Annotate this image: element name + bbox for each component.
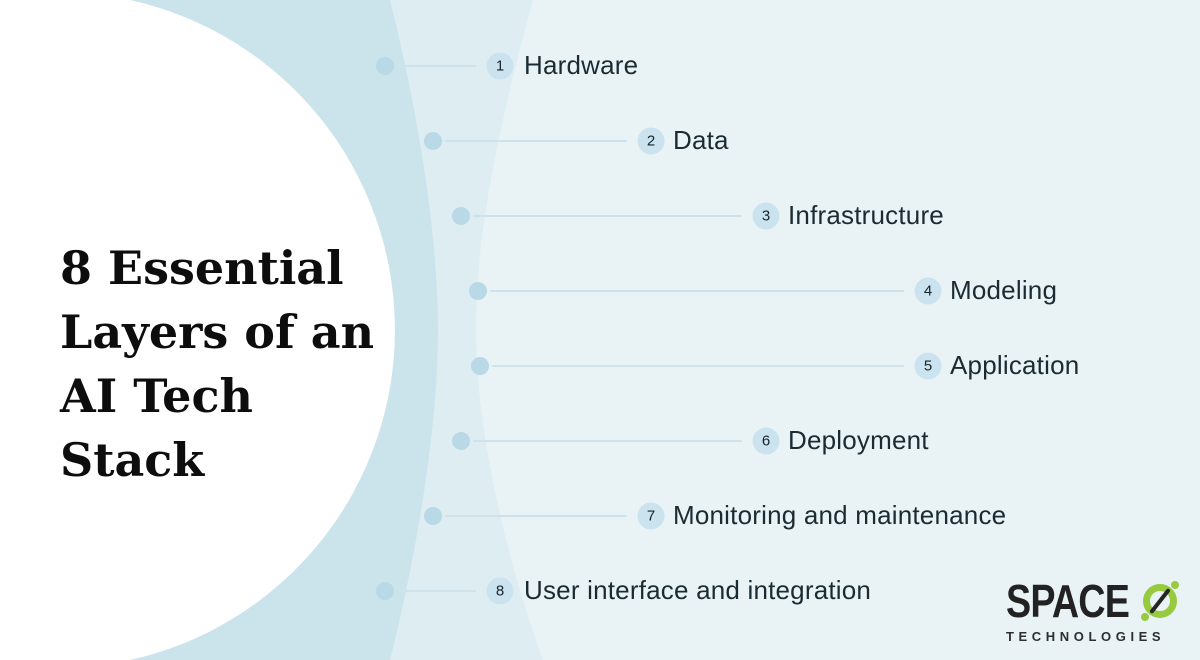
- arc-dot: [452, 207, 470, 225]
- o-slash-ring: [1143, 584, 1178, 618]
- title-line-2: Layers of an: [60, 305, 375, 359]
- step-number-badge: 8: [486, 577, 514, 605]
- connector-line: [473, 440, 742, 442]
- layer-label: Infrastructure: [788, 199, 944, 230]
- page-title: 8 Essential Layers of an AI Tech Stack: [60, 236, 400, 492]
- layer-label: Deployment: [788, 424, 929, 455]
- step-number: 6: [761, 432, 771, 450]
- connector-line: [492, 365, 904, 367]
- title-line-3: AI Tech Stack: [60, 369, 253, 487]
- step-number-badge: 2: [637, 127, 665, 155]
- arc-dot: [452, 432, 470, 450]
- connector-line: [445, 515, 627, 517]
- connector-line: [397, 65, 476, 67]
- layer-label: Monitoring and maintenance: [673, 499, 1007, 530]
- title-line-1: 8 Essential: [60, 241, 344, 295]
- step-number: 2: [646, 132, 656, 150]
- step-number-badge: 4: [914, 277, 942, 305]
- layer-label: Application: [950, 349, 1080, 380]
- o-slash-nub-top: [1171, 581, 1180, 589]
- o-slash-nub-bottom: [1141, 613, 1150, 621]
- connector-line: [397, 590, 476, 592]
- logo-wordmark: SPACE: [1006, 575, 1130, 627]
- arc-dot: [376, 582, 394, 600]
- layer-label: Data: [673, 124, 729, 155]
- step-number: 3: [761, 207, 771, 225]
- step-number-badge: 3: [752, 202, 780, 230]
- connector-line: [473, 215, 742, 217]
- layer-label: User interface and integration: [524, 574, 872, 605]
- o-slash-icon: [1141, 581, 1180, 621]
- step-number-badge: 6: [752, 427, 780, 455]
- arc-dot: [424, 132, 442, 150]
- arc-dot: [471, 357, 489, 375]
- connector-line: [490, 290, 904, 292]
- logo-subtitle: TECHNOLOGIES: [1006, 629, 1166, 644]
- step-number-badge: 5: [914, 352, 942, 380]
- arc-dot: [424, 507, 442, 525]
- step-number: 7: [646, 507, 656, 525]
- arc-dot: [376, 57, 394, 75]
- step-number: 5: [923, 357, 933, 375]
- connector-line: [445, 140, 627, 142]
- white-circle: [0, 0, 395, 660]
- company-logo: SPACE TECHNOLOGIES: [1006, 575, 1180, 644]
- step-number-badge: 7: [637, 502, 665, 530]
- step-number: 4: [923, 282, 933, 300]
- logo-top-row: SPACE: [1006, 575, 1180, 627]
- step-number: 8: [495, 582, 505, 600]
- arc-dot: [469, 282, 487, 300]
- step-number: 1: [495, 57, 505, 75]
- step-number-badge: 1: [486, 52, 514, 80]
- layer-label: Modeling: [950, 274, 1058, 305]
- layer-label: Hardware: [524, 49, 639, 80]
